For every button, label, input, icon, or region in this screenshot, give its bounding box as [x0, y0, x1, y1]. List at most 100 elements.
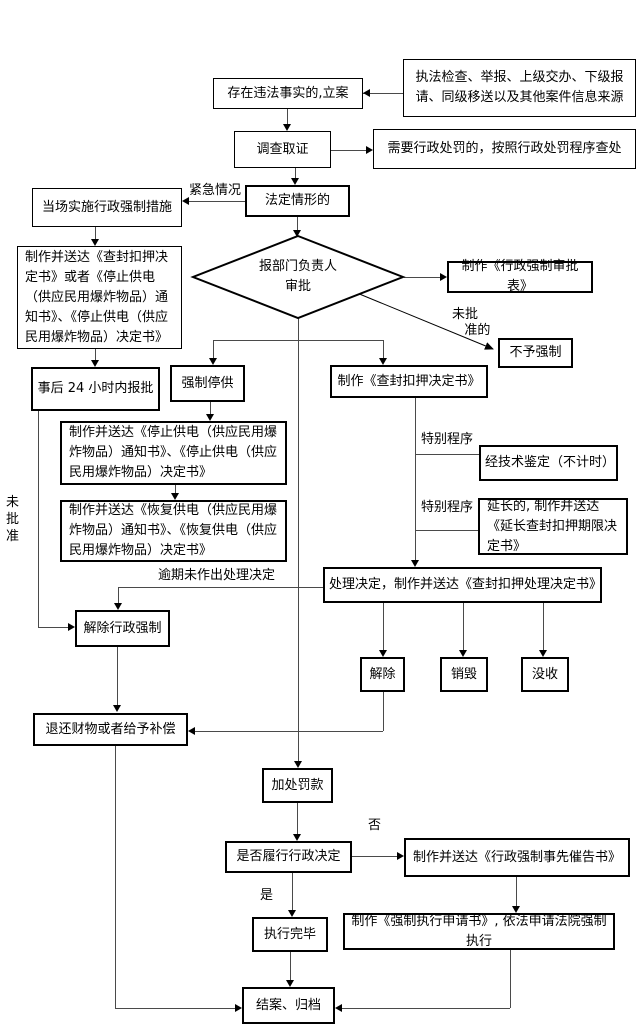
edge-refund-close-v [115, 746, 116, 1008]
edge-decision-confiscate [543, 603, 544, 653]
edge-special1 [415, 454, 479, 455]
edge-label-no: 否 [368, 818, 382, 834]
edge-comply-reminder [352, 856, 399, 857]
edge-diamond-branch [298, 316, 299, 340]
edge-comply-executed [292, 873, 293, 912]
node-investigate: 调查取证 [234, 131, 331, 168]
arrowhead [283, 124, 291, 131]
edge-label-yes: 是 [260, 888, 274, 904]
arrowhead [440, 273, 447, 281]
node-extra-fine: 加处罚款 [262, 768, 333, 803]
edge-label-special-procedure-2: 特别程序 [421, 500, 474, 516]
node-make-deliver-seizure-or-stop: 制作并送达《查封扣押决定书》或者《停止供电（供应民用爆炸物品）通知书》、《停止供… [17, 246, 182, 349]
edge-seizure-decision [415, 398, 416, 563]
arrowhead [366, 146, 373, 154]
arrowhead [411, 560, 419, 567]
arrowhead [182, 197, 189, 205]
edge-source-filing [363, 93, 403, 94]
arrowhead [379, 650, 387, 657]
node-case-sources: 执法检查、举报、上级交办、下级报请、同级移送以及其他案件信息来源 [403, 59, 636, 117]
node-approval-form: 制作《行政强制审批表》 [447, 259, 593, 294]
arrowhead [91, 360, 99, 367]
edge-court-close-v [510, 950, 511, 1008]
edge-investigate-legal [295, 168, 296, 181]
arrowhead [379, 358, 387, 365]
arrowhead [286, 980, 294, 987]
node-extend-seizure: 延长的, 制作并送达《延长查封扣押期限决定书》 [478, 498, 628, 555]
edge-legal-onsite [187, 201, 245, 202]
edge-branch-forcestop [213, 340, 214, 361]
arrowhead [171, 493, 179, 500]
node-report-24h: 事后 24 小时内报批 [31, 367, 160, 411]
edge-onsite-makedocs [95, 227, 96, 242]
edge-release-refund-h [193, 731, 383, 732]
edge-stopsupply-resume [175, 485, 176, 496]
edge-refund-close-h [115, 1008, 238, 1009]
node-refund-compensate: 退还财物或者给予补偿 [33, 713, 188, 746]
edge-branch-seizure [383, 340, 384, 361]
node-onsite-enforcement: 当场实施行政强制措施 [32, 188, 182, 227]
edge-executed-close [290, 952, 291, 982]
node-lift-enforcement: 解除行政强制 [75, 610, 170, 647]
arrowhead [397, 852, 404, 860]
edge-label-emergency: 紧急情况 [189, 183, 242, 199]
node-court-enforce: 制作《强制执行申请书》, 依法申请法院强制执行 [343, 913, 615, 950]
node-release: 解除 [360, 657, 405, 692]
node-confiscate: 没收 [521, 657, 569, 692]
node-comply-question: 是否履行行政决定 [225, 841, 352, 873]
edge-release-refund-v [383, 692, 384, 731]
edge-special2 [415, 530, 478, 531]
edge-overdue-v [118, 587, 119, 603]
arrowhead [459, 650, 467, 657]
node-technical-appraisal: 经技术鉴定（不计时） [479, 445, 618, 481]
edge-investigate-punish [331, 150, 368, 151]
edge-center-down-fine [298, 340, 299, 763]
node-filing: 存在违法事实的,立案 [213, 78, 363, 109]
node-no-enforce: 不予强制 [498, 338, 573, 368]
edge-fine-comply [297, 803, 298, 834]
arrowhead [206, 414, 214, 421]
edge-overdue-h [118, 587, 323, 588]
edge-label-not-approved: 未批 准的 [452, 307, 491, 338]
arrowhead [293, 230, 301, 237]
node-handle-decision: 处理决定，制作并送达《查封扣押处理决定书》 [323, 567, 602, 603]
node-prior-reminder: 制作并送达《行政强制事先催告书》 [404, 838, 630, 877]
arrowhead [68, 623, 75, 631]
edge-lift-refund [117, 647, 118, 706]
edge-filing-investigate [287, 109, 288, 126]
arrowhead [294, 761, 302, 768]
edge-label-overdue: 逾期未作出处理决定 [158, 568, 276, 584]
arrowhead [293, 834, 301, 841]
arrowhead [209, 358, 217, 365]
node-legal-situation: 法定情形的 [245, 185, 350, 217]
node-force-stop-supply: 强制停供 [170, 365, 245, 402]
edge-forcestop-stopsupply [210, 402, 211, 417]
arrowhead [363, 89, 370, 97]
edge-diamond-approvalform [404, 277, 442, 278]
node-executed: 执行完毕 [252, 917, 328, 952]
arrowhead [188, 727, 195, 735]
node-seizure-decision-doc: 制作《查封扣押决定书》 [330, 365, 488, 398]
node-approval-diamond: 报部门负责人 审批 [258, 259, 337, 294]
edge-decision-destroy [463, 603, 464, 653]
node-admin-punish: 需要行政处罚的，按照行政处罚程序查处 [373, 129, 636, 169]
edge-label-not-approved-side: 未 批 准 [6, 494, 20, 545]
arrowhead [113, 705, 121, 712]
arrowhead [91, 239, 99, 246]
node-resume-supply-docs: 制作并送达《恢复供电（供应民用爆炸物品）通知书》、《恢复供电（供应民用爆炸物品）… [60, 500, 287, 562]
arrowhead [335, 1004, 342, 1012]
edge-label-special-procedure-1: 特别程序 [421, 432, 474, 448]
node-close-case: 结案、归档 [242, 987, 335, 1024]
arrowhead [539, 650, 547, 657]
edge-report24-lift-h [38, 627, 71, 628]
edge-court-close-h [340, 1008, 510, 1009]
arrowhead [291, 178, 299, 185]
node-destroy: 销毁 [440, 657, 488, 692]
arrowhead [235, 1004, 242, 1012]
arrowhead [512, 906, 520, 913]
edge-report24-lift-v [38, 411, 39, 627]
arrowhead [288, 910, 296, 917]
arrowhead [114, 603, 122, 610]
edge-makedocs-report24 [95, 349, 96, 363]
